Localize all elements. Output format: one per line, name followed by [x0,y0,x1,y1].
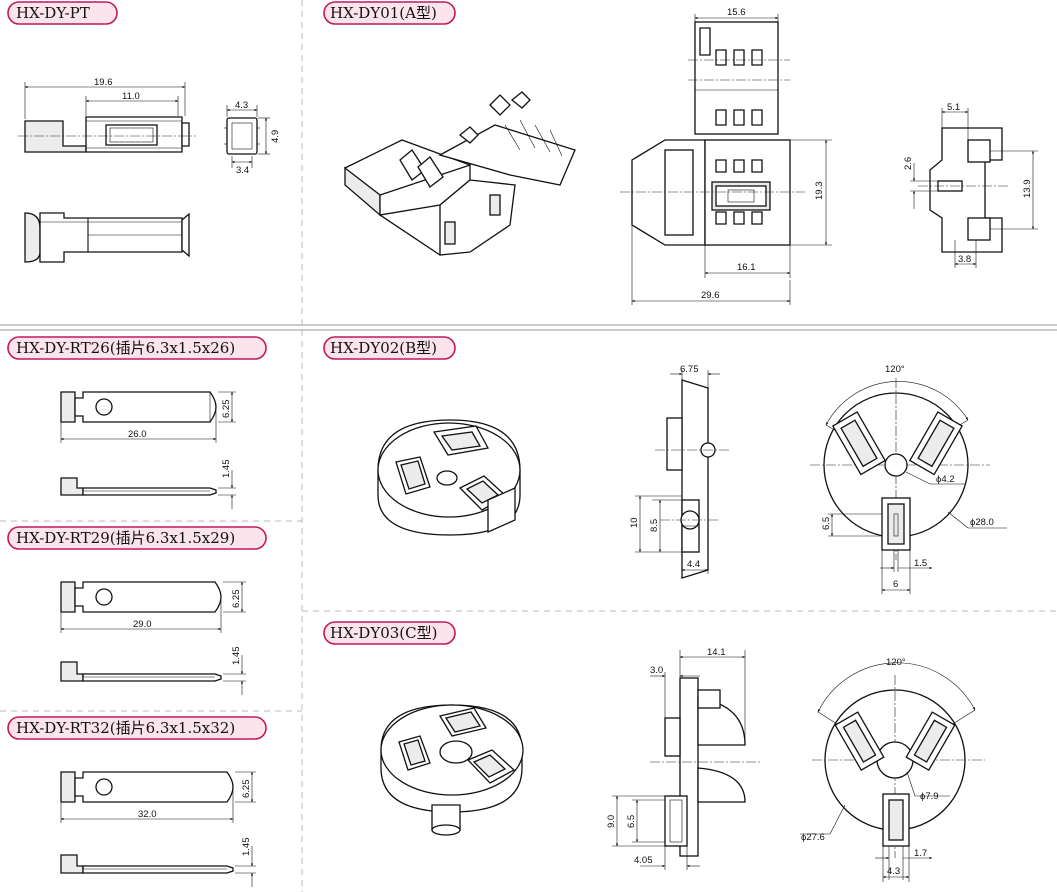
svg-text:4.3: 4.3 [235,100,248,111]
svg-text:10: 10 [629,517,640,528]
svg-text:1.45: 1.45 [241,838,252,857]
svg-text:ϕ7.9: ϕ7.9 [920,791,939,802]
svg-text:11.0: 11.0 [122,91,140,102]
rt29-side-view: 1.45 [60,647,246,695]
section-title-dy02: HX-DY02(B型) [330,339,437,357]
dy02-isometric-view [377,419,521,536]
svg-text:1.7: 1.7 [914,848,927,859]
svg-text:ϕ27.6: ϕ27.6 [801,832,825,843]
title-pill-dy01: HX-DY01(A型) [323,1,456,25]
svg-text:1.45: 1.45 [221,460,232,479]
pt-dim-total: 19.6 [24,77,186,119]
dy01-dims: 15.6 19.3 16.1 29.6 [631,7,832,305]
svg-text:4.05: 4.05 [634,855,653,866]
pt-side-view [18,116,196,153]
section-title-dy01: HX-DY01(A型) [330,4,437,22]
svg-text:3.8: 3.8 [958,254,971,265]
title-pill-rt26: HX-DY-RT26(插片6.3x1.5x26) [7,336,267,360]
svg-text:ϕ4.2: ϕ4.2 [936,474,955,485]
svg-text:1.45: 1.45 [231,647,242,666]
title-pill-dy03: HX-DY03(C型) [323,621,456,645]
dy01-side-view: 5.1 2.6 13.9 3.8 [903,102,1038,268]
svg-text:8.5: 8.5 [649,519,660,532]
title-pill-pt: HX-DY-PT [7,1,118,25]
svg-text:1.5: 1.5 [914,558,927,569]
svg-text:29.6: 29.6 [701,290,720,301]
pt-top-view [24,212,190,263]
svg-text:16.1: 16.1 [737,262,756,273]
svg-text:6.25: 6.25 [231,590,242,609]
svg-text:4.9: 4.9 [270,130,281,143]
title-pill-rt29: HX-DY-RT29(插片6.3x1.5x29) [7,526,267,550]
dy02-front-view: 120° ϕ4.2 ϕ28.0 6.5 1.5 [810,364,1007,594]
svg-text:9.0: 9.0 [606,815,617,828]
svg-text:14.1: 14.1 [707,647,726,658]
svg-text:19.3: 19.3 [814,182,825,201]
svg-text:15.6: 15.6 [727,7,746,18]
dy02-side-view: 6.75 10 8.5 4.4 [629,364,730,579]
svg-text:26.0: 26.0 [128,429,147,440]
pt-dim-mid: 11.0 [85,91,179,116]
rt32-side-view: 1.45 [60,838,256,887]
rt32-top-view: 32.0 6.25 [60,771,256,823]
svg-text:2.6: 2.6 [903,157,914,170]
section-title-pt: HX-DY-PT [16,4,90,22]
dy03-front-view: 120° ϕ7.9 ϕ27.6 1.7 4.3 [800,657,985,882]
section-title-dy03: HX-DY03(C型) [330,624,438,642]
svg-text:32.0: 32.0 [138,809,157,820]
dy01-isometric-view [344,91,576,256]
svg-text:29.0: 29.0 [133,619,152,630]
rt26-side-view: 1.45 [60,460,236,509]
section-title-rt32: HX-DY-RT32(插片6.3x1.5x32) [16,719,235,737]
svg-text:6.75: 6.75 [680,364,699,375]
svg-text:19.6: 19.6 [94,77,113,88]
section-title-rt29: HX-DY-RT29(插片6.3x1.5x29) [16,529,235,547]
svg-text:4.3: 4.3 [887,866,900,877]
svg-text:3.0: 3.0 [650,665,663,676]
pt-end-view: 4.3 4.9 3.4 [224,100,281,176]
rt26-top-view: 26.0 6.25 [60,391,236,443]
dy03-side-view: 14.1 3.0 9.0 6.5 4.05 [606,647,760,870]
title-pill-rt32: HX-DY-RT32(插片6.3x1.5x32) [7,716,267,740]
svg-text:6.5: 6.5 [821,517,832,530]
title-pill-dy02: HX-DY02(B型) [323,336,456,360]
section-title-rt26: HX-DY-RT26(插片6.3x1.5x26) [16,339,235,357]
svg-text:120°: 120° [886,657,906,668]
svg-text:13.9: 13.9 [1022,180,1033,199]
svg-text:6.25: 6.25 [241,780,252,799]
svg-text:ϕ28.0: ϕ28.0 [970,517,994,528]
svg-text:3.4: 3.4 [236,165,249,176]
svg-text:5.1: 5.1 [947,102,960,113]
rt29-top-view: 29.0 6.25 [60,581,246,633]
dy01-front-view [620,21,805,246]
svg-text:6: 6 [893,579,898,590]
dy03-isometric-view [380,704,524,836]
svg-text:6.5: 6.5 [626,815,637,828]
svg-text:4.4: 4.4 [687,559,700,570]
svg-text:6.25: 6.25 [221,400,232,419]
svg-text:120°: 120° [885,364,905,375]
